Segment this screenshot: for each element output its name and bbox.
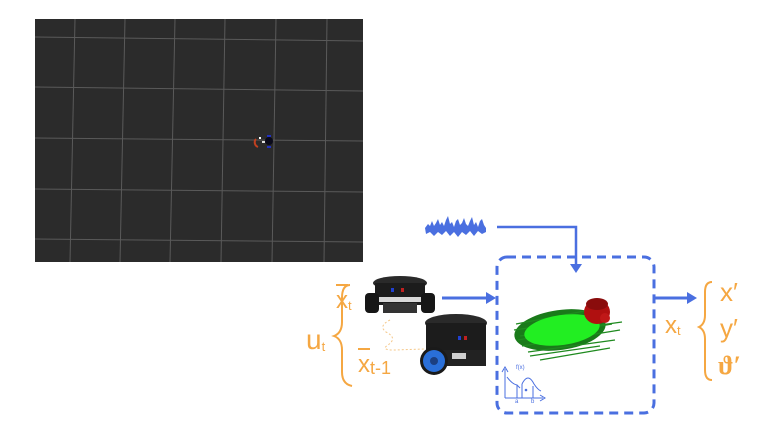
grid-line	[35, 188, 363, 193]
pdf-interval-a-label: a	[515, 399, 519, 405]
output-theta-component: ϑ′	[718, 351, 741, 380]
output-y-component: y′	[720, 313, 738, 343]
pose-link	[382, 319, 426, 351]
output-x-component: x′	[720, 277, 738, 307]
grid-line	[35, 137, 363, 142]
pdf-plot-icon	[501, 366, 546, 402]
output-brace	[696, 281, 713, 381]
output-state-label: xt	[665, 312, 681, 339]
grid-line	[119, 19, 126, 262]
robot-estimate-icon	[584, 298, 610, 324]
control-input-label: ut	[306, 324, 326, 355]
pdf-interval-b-label: b	[531, 399, 535, 405]
grid-line	[69, 19, 76, 262]
noise-waveform-icon	[425, 216, 486, 237]
grid-line	[169, 19, 176, 262]
arrow-head	[687, 292, 697, 304]
robot-pose-current-icon	[365, 276, 435, 313]
particle-cloud	[513, 309, 623, 361]
grid-line	[323, 19, 328, 262]
input-brace	[331, 284, 353, 387]
pose-current-label: xt	[336, 284, 352, 314]
pose-previous-label: xt-1	[358, 348, 391, 378]
arrow-head	[570, 264, 582, 273]
grid-line	[35, 238, 363, 243]
motion-model-box	[495, 255, 656, 415]
grid-line	[35, 86, 363, 92]
perspective-grid	[35, 19, 363, 262]
noise-arrow	[497, 225, 578, 266]
grid-line	[271, 19, 277, 262]
arrow-head	[486, 292, 496, 304]
grid-line	[220, 19, 226, 262]
simulation-view[interactable]	[35, 19, 363, 262]
robot-marker-icon	[253, 135, 273, 148]
robot-pose-previous-icon	[420, 314, 487, 375]
pdf-function-label: f(x)	[516, 365, 525, 371]
grid-line	[35, 36, 363, 42]
